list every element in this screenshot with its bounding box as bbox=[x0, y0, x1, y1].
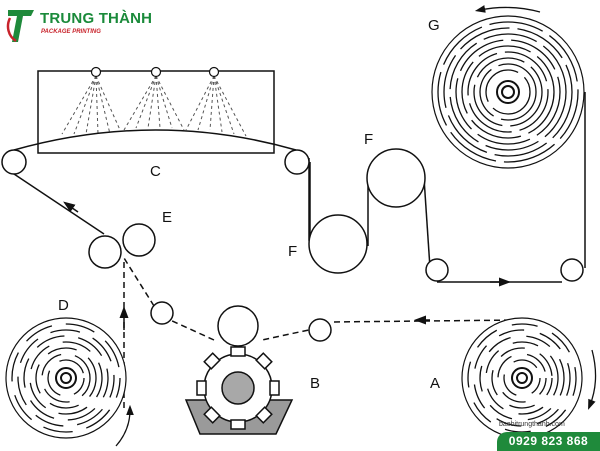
reel-g bbox=[431, 5, 585, 169]
label-b: B bbox=[310, 375, 320, 392]
spray-nozzles bbox=[61, 75, 247, 137]
nozzle-heads bbox=[90, 66, 220, 78]
roller-right-c bbox=[284, 149, 310, 175]
gear-teeth bbox=[196, 346, 280, 430]
brand-tagline: PACKAGE PRINTING bbox=[41, 29, 101, 35]
roller-small-1 bbox=[425, 258, 449, 282]
label-e: E bbox=[162, 209, 172, 226]
roller-e-right bbox=[122, 223, 156, 257]
roller-f-top bbox=[366, 148, 426, 208]
brand-logo: TRUNG THÀNH PACKAGE PRINTING bbox=[6, 6, 152, 46]
reel-d-rotation-arrow bbox=[115, 404, 134, 447]
brand-name: TRUNG THÀNH bbox=[40, 10, 153, 27]
label-g: G bbox=[428, 17, 440, 34]
label-a: A bbox=[430, 375, 440, 392]
web-arrow-e bbox=[63, 201, 79, 213]
reel-a-unwind bbox=[461, 317, 597, 439]
reel-g-rotation-arrow bbox=[474, 5, 541, 13]
web-path bbox=[13, 92, 586, 283]
label-d: D bbox=[58, 297, 69, 314]
phone-badge[interactable]: 0929 823 868 bbox=[497, 432, 600, 451]
print-unit-b bbox=[184, 346, 294, 435]
dryer-chamber-c bbox=[37, 66, 275, 154]
roller-small-2 bbox=[560, 258, 584, 282]
reel-a-rotation-arrow bbox=[588, 349, 597, 410]
roller-guide-1 bbox=[150, 301, 174, 325]
reel-d-rewind bbox=[5, 317, 134, 447]
roller-left-c bbox=[1, 149, 27, 175]
label-f-top: F bbox=[364, 131, 373, 148]
website-text: baobitrungthanh.com bbox=[499, 421, 565, 428]
roller-e-left bbox=[88, 235, 122, 269]
label-c: C bbox=[150, 163, 161, 180]
roller-impression bbox=[217, 305, 259, 347]
logo-t-icon bbox=[6, 10, 34, 43]
label-f-bottom: F bbox=[288, 243, 297, 260]
roller-f-bottom bbox=[308, 214, 368, 274]
anilox-core bbox=[221, 371, 255, 405]
rollers bbox=[1, 148, 584, 347]
roller-guide-2 bbox=[308, 318, 332, 342]
